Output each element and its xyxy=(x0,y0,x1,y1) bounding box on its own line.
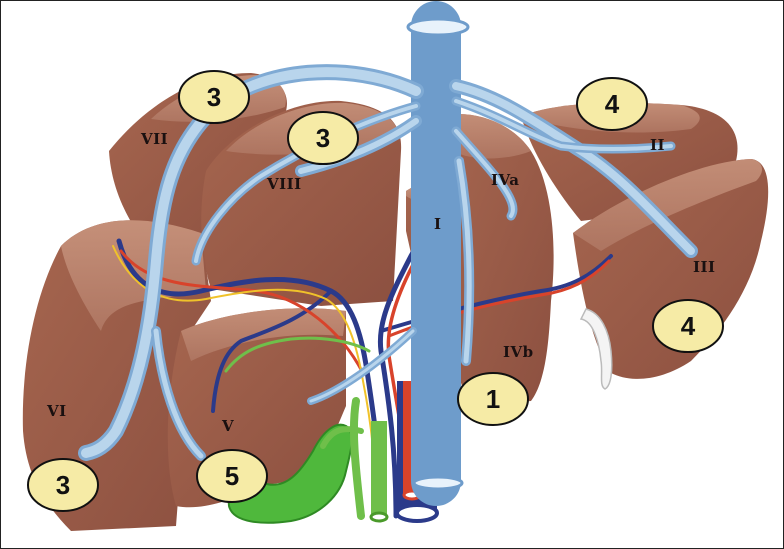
label-segment-vii: VII xyxy=(140,130,168,148)
label-segment-iva: IVa xyxy=(491,171,520,189)
ivc-bottom xyxy=(412,475,464,491)
badge-segment-vi: 3 xyxy=(27,458,99,512)
label-segment-iii: III xyxy=(693,258,716,276)
label-segment-v: V xyxy=(221,417,234,435)
label-segment-viii: VIII xyxy=(266,175,302,193)
hepatic-veins xyxy=(78,1,698,506)
badge-segment-ii-number: 4 xyxy=(605,89,620,119)
label-segment-vi: VI xyxy=(46,402,67,420)
badge-segment-ivb: 1 xyxy=(457,372,529,426)
round-ligament xyxy=(579,308,613,390)
label-segment-ii: II xyxy=(650,136,665,154)
bile-duct-trunk xyxy=(369,421,389,523)
badge-segment-v: 5 xyxy=(196,449,268,503)
badge-segment-vi-number: 3 xyxy=(56,470,70,500)
badge-segment-v-number: 5 xyxy=(225,461,239,491)
badge-segment-iii-number: 4 xyxy=(681,311,696,341)
label-segment-ivb: IVb xyxy=(503,343,534,361)
badge-segment-ii: 4 xyxy=(576,77,648,131)
ivc-opening xyxy=(406,17,470,37)
badge-segment-iii: 4 xyxy=(652,299,724,353)
badge-segment-viii-number: 3 xyxy=(316,123,330,153)
label-segment-i: I xyxy=(434,215,442,233)
badge-segment-vii-number: 3 xyxy=(207,82,221,112)
badge-segment-viii: 3 xyxy=(287,111,359,165)
badge-segment-vii: 3 xyxy=(178,70,250,124)
badge-segment-ivb-number: 1 xyxy=(486,384,500,414)
